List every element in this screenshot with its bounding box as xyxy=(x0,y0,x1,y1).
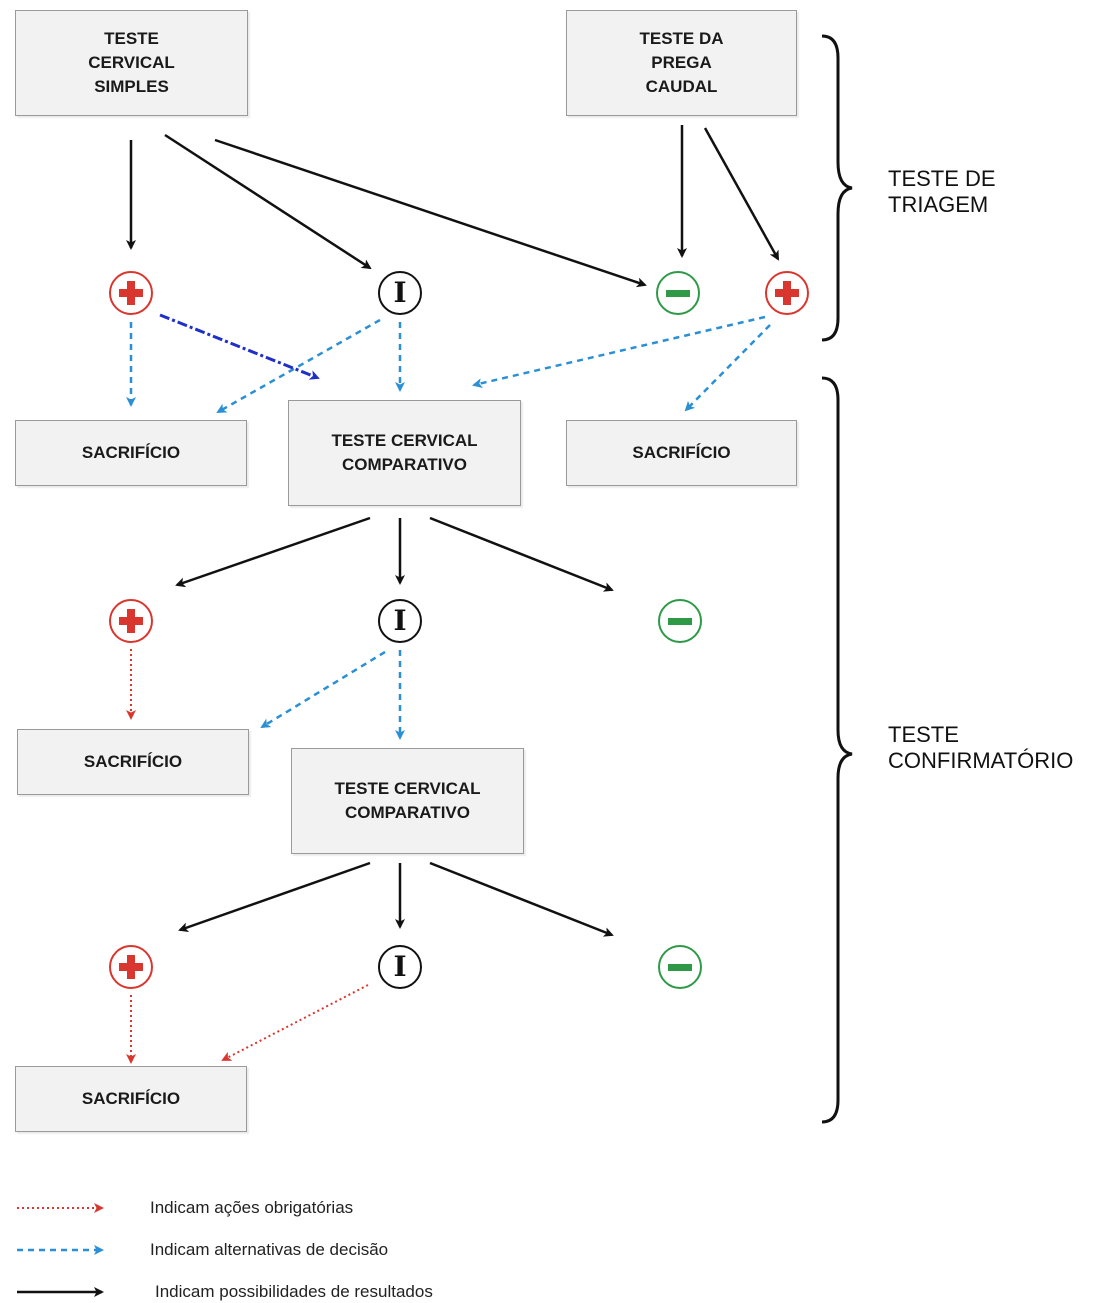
teste-cervical-comparativo-box-1: TESTE CERVICAL COMPARATIVO xyxy=(288,400,521,506)
negative-result-icon xyxy=(656,271,700,315)
positive-result-icon xyxy=(109,599,153,643)
result-arrow xyxy=(164,133,372,270)
positive-result-icon xyxy=(109,945,153,989)
alternative-arrow xyxy=(159,313,320,380)
confirmatorio-brace xyxy=(821,376,853,1124)
alternative-arrow xyxy=(472,315,766,389)
result-arrow xyxy=(175,516,371,588)
legend-mandatory-label: Indicam ações obrigatórias xyxy=(150,1198,354,1217)
result-arrow xyxy=(178,861,371,933)
alternative-arrow xyxy=(260,650,386,729)
sacrificio-box-2: SACRIFÍCIO xyxy=(566,420,797,486)
teste-confirmatorio-label: TESTE CONFIRMATÓRIO xyxy=(888,722,1074,773)
positive-result-icon xyxy=(765,271,809,315)
inconclusive-result-icon: I xyxy=(378,599,422,643)
negative-result-icon xyxy=(658,599,702,643)
alternative-arrow xyxy=(684,324,771,412)
legend-alternatives-label: Indicam alternativas de decisão xyxy=(150,1240,389,1259)
mandatory-arrow xyxy=(221,984,369,1061)
result-arrow xyxy=(703,127,780,261)
result-arrow xyxy=(429,516,614,592)
result-arrow xyxy=(214,138,647,288)
inconclusive-result-icon: I xyxy=(378,271,422,315)
inconclusive-result-icon: I xyxy=(378,945,422,989)
legend-results-label: Indicam possibilidades de resultados xyxy=(155,1282,433,1301)
sacrificio-box-4: SACRIFÍCIO xyxy=(15,1066,247,1132)
teste-cervical-comparativo-box-2: TESTE CERVICAL COMPARATIVO xyxy=(291,748,524,854)
triagem-brace xyxy=(821,34,853,342)
sacrificio-box-1: SACRIFÍCIO xyxy=(15,420,247,486)
teste-prega-caudal-box: TESTE DA PREGA CAUDAL xyxy=(566,10,797,116)
teste-de-triagem-label: TESTE DE TRIAGEM xyxy=(888,166,996,217)
alternative-arrow xyxy=(216,318,381,414)
sacrificio-box-3: SACRIFÍCIO xyxy=(17,729,249,795)
negative-result-icon xyxy=(658,945,702,989)
teste-cervical-simples-box: TESTE CERVICAL SIMPLES xyxy=(15,10,248,116)
result-arrow xyxy=(429,861,614,937)
positive-result-icon xyxy=(109,271,153,315)
